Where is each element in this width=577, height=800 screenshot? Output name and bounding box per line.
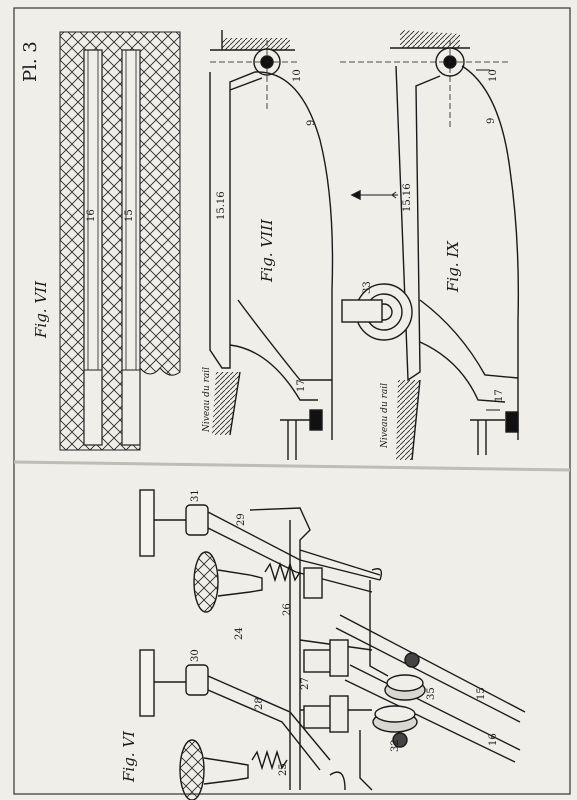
fig7-label-16: 16 (86, 209, 97, 222)
fig8-label-17: 17 (296, 379, 307, 392)
fig9-label-15-16: 15.16 (402, 183, 413, 212)
fig9-rail-level: Niveau du rail (380, 382, 390, 448)
fig9-label-33: 33 (362, 281, 373, 294)
fig8-label-9: 9 (306, 119, 317, 126)
fold-line (13, 460, 571, 472)
fig6-label-32: 32 (390, 739, 401, 752)
fig6-label-29: 29 (236, 513, 247, 526)
fig6-label-35: 35 (426, 687, 437, 700)
fig6-label-24: 24 (234, 627, 245, 640)
fig6-label-26: 26 (282, 603, 293, 616)
fig6-label-15: 15 (476, 687, 487, 700)
duct-15 (121, 49, 141, 446)
fig6-label-31: 31 (190, 489, 201, 502)
fig6-label-25: 25 (278, 763, 289, 776)
fig6-label-27: 27 (300, 677, 311, 690)
fig8-label-15-16: 15.16 (216, 191, 227, 220)
fig7-drawing (59, 31, 181, 451)
fig9-drawing (340, 30, 520, 461)
fig8-label-10: 10 (292, 69, 303, 82)
duct-16 (83, 49, 103, 446)
sheet-border (13, 7, 571, 795)
fig8-drawing (209, 30, 334, 460)
fig8-rail-level: Niveau du rail (202, 366, 212, 432)
fig9-label-17: 17 (494, 389, 505, 402)
fig7-label-15: 15 (124, 209, 135, 222)
plate-title: Pl. 3 (20, 41, 41, 82)
fig9-label-9: 9 (486, 117, 497, 124)
fig6-drawing (139, 489, 526, 800)
fig7-caption: Fig. VII (32, 280, 50, 338)
fig8-caption: Fig. VIII (258, 219, 276, 282)
fig9-caption: Fig. IX (444, 241, 462, 292)
fig9-label-10: 10 (488, 69, 499, 82)
fig6-label-28: 28 (254, 697, 265, 710)
fig6-label-16: 16 (488, 733, 499, 746)
fig6-caption: Fig. VI (120, 730, 138, 782)
fig6-label-30: 30 (190, 649, 201, 662)
